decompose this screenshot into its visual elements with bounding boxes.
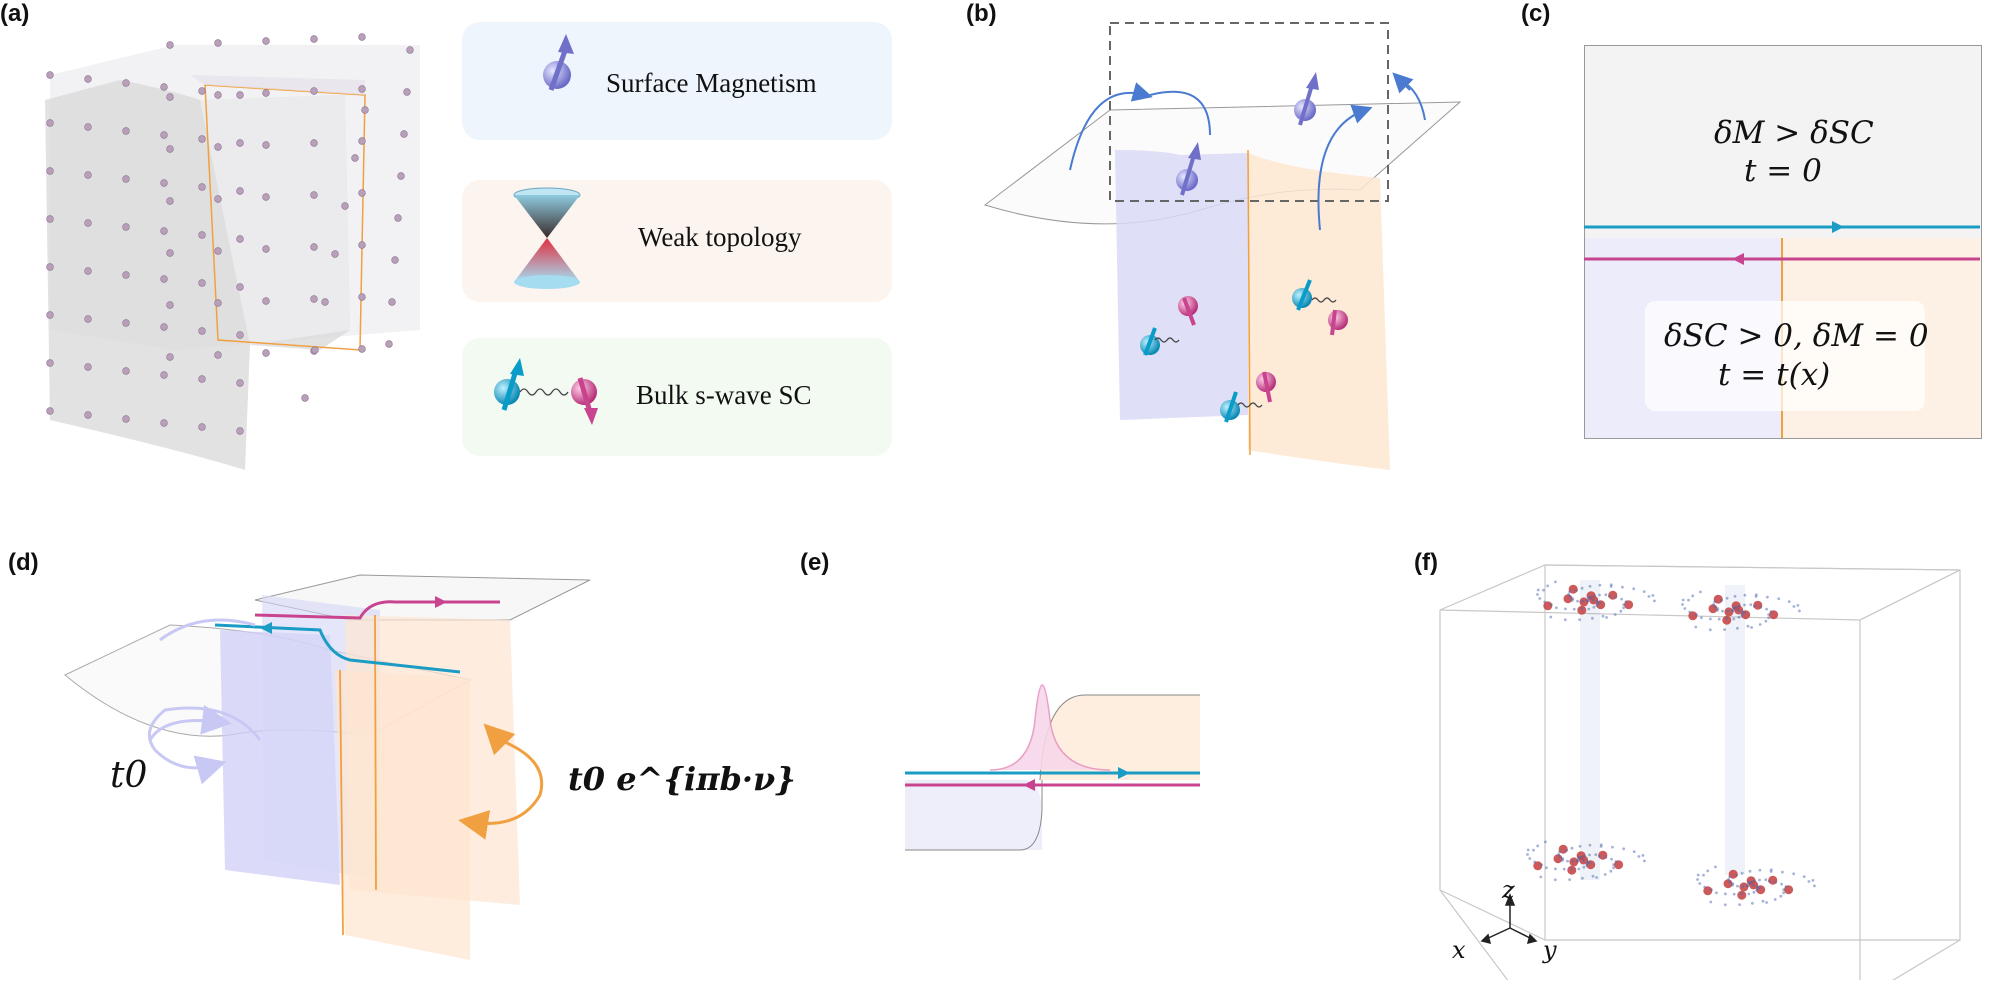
spin-up-icon — [543, 34, 574, 91]
legend-box-sc — [462, 338, 892, 456]
panel-label-a: (a) — [0, 0, 30, 27]
lattice-sites — [46, 33, 414, 435]
panel-c-phase-diagram — [1584, 45, 1982, 439]
legend-box-magnetism — [462, 22, 892, 140]
panel-e-profile-diagram — [905, 684, 1200, 851]
legend-label-sc: Bulk s-wave SC — [636, 380, 812, 410]
panel-c-edge-lines — [1584, 221, 1980, 265]
cooper-pair-icon — [1140, 296, 1198, 356]
cooper-pair-icon — [494, 358, 598, 425]
panel-d-domain-wall-diagram — [64, 574, 591, 960]
panel-a-lattice-diagram — [45, 33, 420, 470]
surface-spin-icon — [1176, 142, 1201, 196]
legend-label-topology: Weak topology — [638, 222, 802, 252]
cooper-pair-icon — [1292, 279, 1348, 336]
label-backdrop — [1645, 301, 1925, 411]
axis-z-label: z — [1502, 876, 1515, 904]
density-columns — [1580, 580, 1745, 880]
panel-b-domain-diagram — [983, 22, 1462, 470]
panel-label-d: (d) — [8, 549, 39, 576]
dirac-cone-icon — [513, 187, 581, 289]
surface-spin-icon — [1294, 72, 1319, 126]
magnetic-region — [1585, 46, 1981, 238]
panel-c-top-hopping: t = 0 — [1744, 153, 1822, 189]
legend-label-magnetism: Surface Magnetism — [606, 68, 817, 98]
cooper-pair-icon — [1220, 371, 1276, 423]
axis-x-label: x — [1452, 936, 1466, 964]
left-hopping-label: t0 — [110, 755, 148, 796]
legend-icons — [494, 34, 598, 425]
axis-y-label: y — [1543, 936, 1557, 964]
panel-label-c: (c) — [1521, 0, 1551, 27]
panel-c-bottom-hopping: t = t(x) — [1718, 357, 1831, 393]
axis-triad — [1480, 892, 1538, 945]
panel-c-top-condition: δM > δSC — [1714, 115, 1874, 151]
panel-c-bottom-condition: δSC > 0, δM = 0 — [1664, 318, 1929, 354]
density-clusters — [1526, 580, 1816, 907]
panel-label-f: (f) — [1414, 549, 1438, 576]
right-hopping-label: t0 e^{iπb·ν} — [568, 760, 796, 798]
panel-label-e: (e) — [800, 549, 830, 576]
panel-label-b: (b) — [966, 0, 997, 27]
panel-f-3d-box — [1439, 564, 1961, 980]
